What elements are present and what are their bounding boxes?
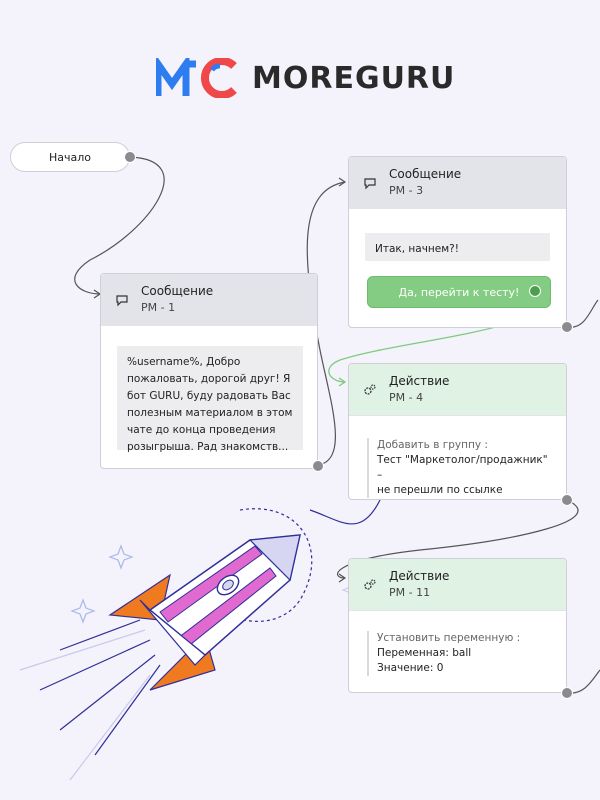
node-title: Действие	[389, 374, 450, 388]
rocket-illustration	[19, 499, 381, 781]
node-id: РМ - 4	[389, 391, 424, 404]
start-node-label: Начало	[48, 150, 91, 164]
message-rm-1-output-port[interactable]	[312, 460, 324, 472]
action-label: Установить переменную :	[377, 632, 521, 644]
node-header: Сообщение РМ - 3	[349, 157, 566, 209]
action-node-rm-4[interactable]: Действие РМ - 4 Добавить в группу : Тест…	[348, 363, 567, 500]
chat-bubble-icon	[116, 295, 128, 307]
brand-name: MOREGURU	[252, 60, 456, 96]
action-value-line: Значение: 0	[377, 662, 444, 674]
message-text: %username%, Добро пожаловать, дорогой др…	[117, 346, 303, 453]
node-title: Сообщение	[389, 167, 462, 181]
message-node-rm-1[interactable]: Сообщение РМ - 1 %username%, Добро пожал…	[100, 273, 318, 469]
node-header: Действие РМ - 11	[349, 559, 566, 611]
message-rm-3-output-port[interactable]	[561, 321, 573, 333]
go-to-test-button-label: Да, перейти к тесту!	[398, 285, 520, 299]
arrow-head	[338, 377, 347, 387]
node-title: Действие	[389, 569, 450, 583]
message-text: Итак, начнем?!	[365, 233, 550, 261]
gears-icon	[364, 384, 376, 395]
node-id: РМ - 3	[389, 184, 424, 197]
moreguru-logo-icon	[156, 58, 237, 98]
start-node[interactable]: Начало	[10, 142, 130, 172]
action-node-rm-11[interactable]: Действие РМ - 11 Установить переменную :…	[348, 558, 567, 693]
node-header: Действие РМ - 4	[349, 364, 566, 416]
node-title: Сообщение	[141, 284, 214, 298]
button-output-port[interactable]	[529, 285, 541, 297]
action-rm-11-output-port[interactable]	[561, 687, 573, 699]
node-header: Сообщение РМ - 1	[101, 274, 317, 326]
gears-icon	[364, 579, 376, 590]
action-details: Установить переменную : Переменная: ball…	[367, 631, 556, 676]
chat-bubble-icon	[364, 178, 376, 190]
action-label: Добавить в группу :	[377, 439, 488, 451]
go-to-test-button[interactable]: Да, перейти к тесту!	[367, 276, 551, 308]
action-value-line: Тест "Маркетолог/продажник" –	[377, 454, 548, 481]
action-value-line: не перешли по ссылке	[377, 484, 503, 496]
action-details: Добавить в группу : Тест "Маркетолог/про…	[367, 438, 556, 498]
node-id: РМ - 11	[389, 586, 431, 599]
arrow-head	[338, 177, 347, 187]
action-value-line: Переменная: ball	[377, 647, 472, 659]
node-id: РМ - 1	[141, 301, 176, 314]
start-node-output-port[interactable]	[124, 151, 136, 163]
brand-logo: MOREGURU	[156, 58, 455, 98]
action-rm-4-output-port[interactable]	[561, 494, 573, 506]
